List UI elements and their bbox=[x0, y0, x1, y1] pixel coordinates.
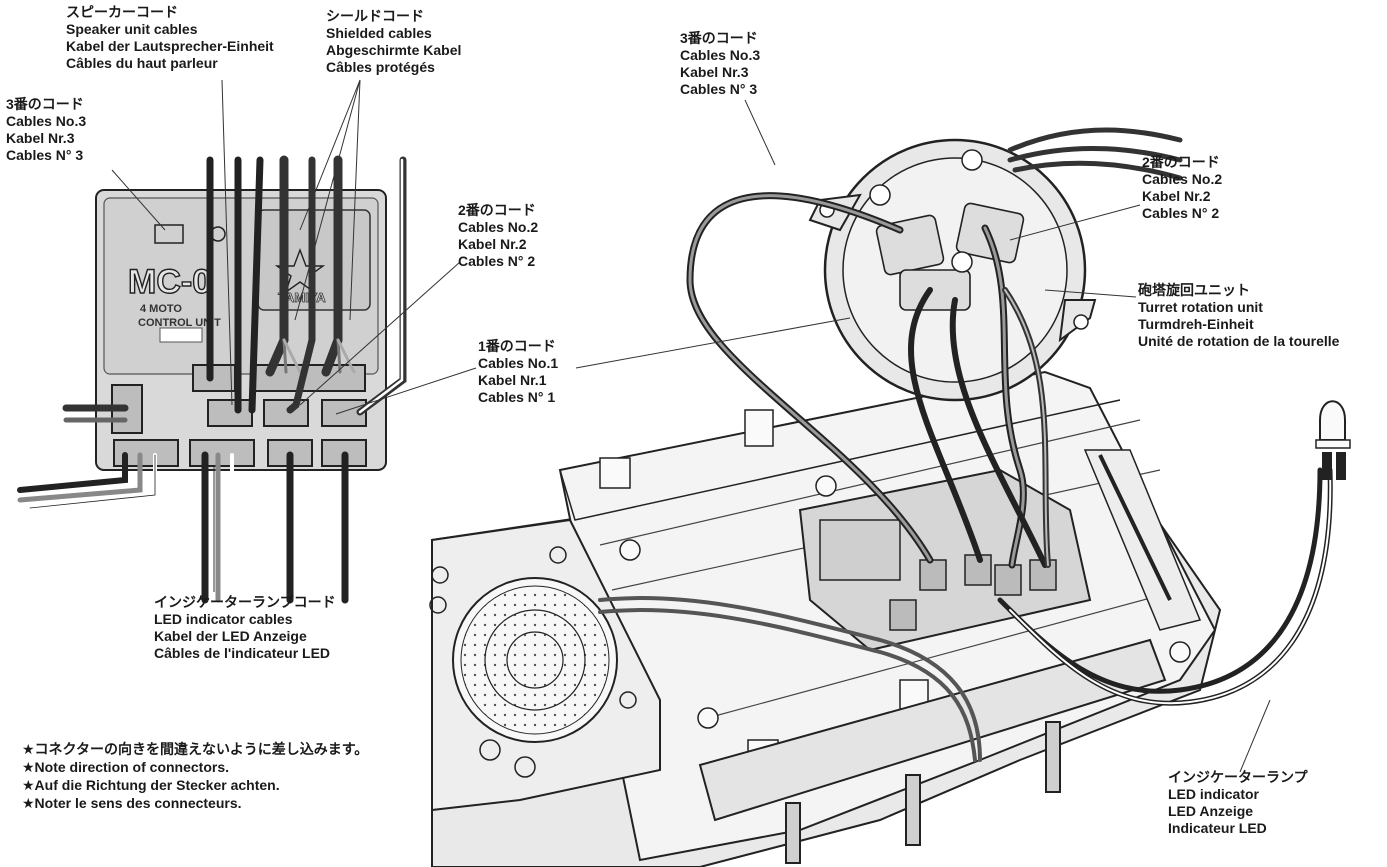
label-shielded-en: Shielded cables bbox=[326, 25, 432, 41]
label-cable1-fr: Cables N° 1 bbox=[478, 389, 556, 405]
label-shielded-fr: Câbles protégés bbox=[326, 59, 435, 75]
label-cable3-left-de: Kabel Nr.3 bbox=[6, 130, 75, 146]
unit-line2-text: CONTROL UNIT bbox=[138, 317, 221, 329]
connector-direction-notes: ★コネクターの向きを間違えないように差し込みます。 ★Note directio… bbox=[22, 740, 368, 812]
label-cable3-left-jp: 3番のコード bbox=[6, 96, 84, 112]
label-led-indicator-fr: Indicateur LED bbox=[1168, 820, 1267, 836]
label-speaker-en: Speaker unit cables bbox=[66, 21, 198, 37]
label-led-cables-en: LED indicator cables bbox=[154, 611, 293, 627]
label-shielded-de: Abgeschirmte Kabel bbox=[326, 42, 462, 58]
label-cable3-left-fr: Cables N° 3 bbox=[6, 147, 84, 163]
label-led-cables-fr: Câbles de l'indicateur LED bbox=[154, 645, 331, 661]
label-turret-de: Turmdreh-Einheit bbox=[1138, 316, 1254, 332]
label-turret-fr: Unité de rotation de la tourelle bbox=[1138, 333, 1340, 349]
note-jp: ★コネクターの向きを間違えないように差し込みます。 bbox=[22, 741, 369, 757]
label-cable2-right-en: Cables No.2 bbox=[1142, 171, 1223, 187]
label-cable2-left: 2番のコード Cables No.2 Kabel Nr.2 Cables N° … bbox=[458, 202, 538, 270]
label-cable3-left: 3番のコード Cables No.3 Kabel Nr.3 Cables N° … bbox=[6, 96, 86, 164]
label-cable3-right-fr: Cables N° 3 bbox=[680, 81, 758, 97]
label-shielded-jp: シールドコード bbox=[326, 8, 424, 24]
unit-model-text: MC-0 bbox=[128, 263, 211, 301]
label-turret-en: Turret rotation unit bbox=[1138, 299, 1263, 315]
note-fr: ★Noter le sens des connecteurs. bbox=[22, 795, 242, 811]
label-cable1-en: Cables No.1 bbox=[478, 355, 559, 371]
label-led-cables-de: Kabel der LED Anzeige bbox=[154, 628, 307, 644]
label-cable2-right: 2番のコード Cables No.2 Kabel Nr.2 Cables N° … bbox=[1142, 154, 1222, 222]
label-cable3-right: 3番のコード Cables No.3 Kabel Nr.3 Cables N° … bbox=[680, 30, 760, 98]
label-cable2-right-de: Kabel Nr.2 bbox=[1142, 188, 1211, 204]
label-cable3-left-en: Cables No.3 bbox=[6, 113, 87, 129]
label-shielded-cables: シールドコード Shielded cables Abgeschirmte Kab… bbox=[326, 8, 461, 76]
unit-line1-text: 4 MOTO bbox=[140, 303, 182, 315]
label-led-cables: インジケーターランプコード LED indicator cables Kabel… bbox=[154, 594, 336, 662]
control-unit-closeup: MC-0 4 MOTO CONTROL UNIT TAMIYA bbox=[17, 79, 477, 604]
label-cable2-left-de: Kabel Nr.2 bbox=[458, 236, 527, 252]
label-speaker-cables: スピーカーコード Speaker unit cables Kabel der L… bbox=[66, 4, 274, 72]
label-speaker-de: Kabel der Lautsprecher-Einheit bbox=[66, 38, 274, 54]
label-speaker-fr: Câbles du haut parleur bbox=[66, 55, 218, 71]
label-cable3-right-de: Kabel Nr.3 bbox=[680, 64, 749, 80]
label-cable3-right-en: Cables No.3 bbox=[680, 47, 761, 63]
label-speaker-jp: スピーカーコード bbox=[66, 4, 178, 20]
label-cable1-de: Kabel Nr.1 bbox=[478, 372, 547, 388]
label-led-cables-jp: インジケーターランプコード bbox=[154, 594, 336, 610]
label-turret-jp: 砲塔旋回ユニット bbox=[1138, 282, 1250, 298]
label-cable2-left-jp: 2番のコード bbox=[458, 202, 536, 218]
label-led-indicator-de: LED Anzeige bbox=[1168, 803, 1254, 819]
label-cable3-right-jp: 3番のコード bbox=[680, 30, 758, 46]
chassis-assembly bbox=[429, 99, 1351, 867]
label-turret-rotation-unit: 砲塔旋回ユニット Turret rotation unit Turmdreh-E… bbox=[1138, 282, 1339, 350]
label-cable2-right-jp: 2番のコード bbox=[1142, 154, 1220, 170]
label-cable1-jp: 1番のコード bbox=[478, 338, 556, 354]
led-icon bbox=[1315, 400, 1351, 480]
label-led-indicator-en: LED indicator bbox=[1168, 786, 1260, 802]
label-cable2-left-en: Cables No.2 bbox=[458, 219, 539, 235]
note-de: ★Auf die Richtung der Stecker achten. bbox=[22, 777, 280, 793]
label-cable2-left-fr: Cables N° 2 bbox=[458, 253, 536, 269]
label-led-indicator: インジケーターランプ LED indicator LED Anzeige Ind… bbox=[1168, 769, 1308, 837]
label-led-indicator-jp: インジケーターランプ bbox=[1168, 769, 1308, 785]
label-cable1: 1番のコード Cables No.1 Kabel Nr.1 Cables N° … bbox=[478, 338, 558, 406]
label-cable2-right-fr: Cables N° 2 bbox=[1142, 205, 1220, 221]
note-en: ★Note direction of connectors. bbox=[22, 759, 230, 775]
